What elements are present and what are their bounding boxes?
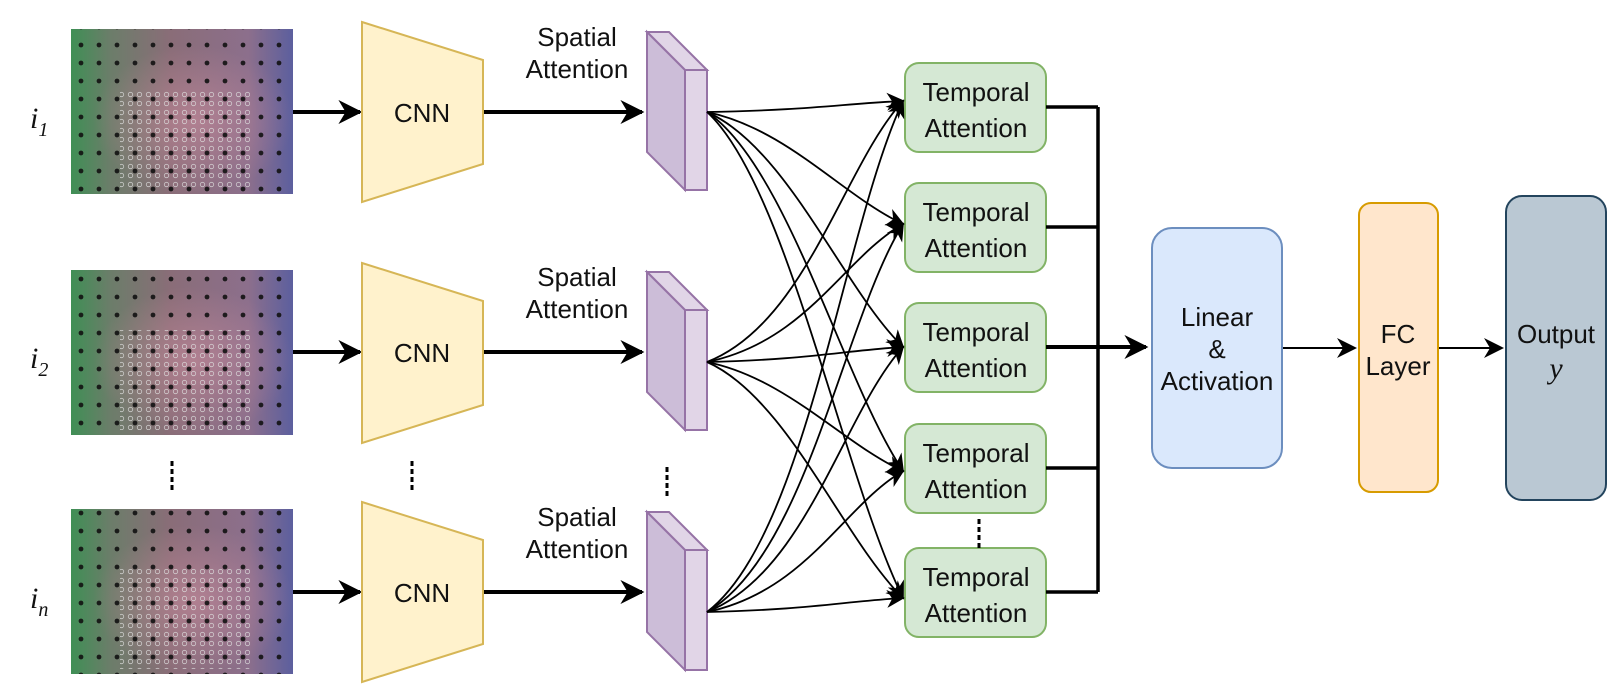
ellipsis-dot (977, 519, 981, 524)
cnn-label-2: CNN (394, 338, 450, 368)
fan-arrow-s1-t1 (706, 92, 905, 113)
fan-arrow-s3-t5 (706, 589, 905, 613)
spatial-attention-block-1 (644, 29, 710, 193)
input-image-2 (71, 270, 293, 435)
spatial-attention-block-3 (644, 509, 710, 673)
ellipsis-4 (977, 519, 981, 548)
input-image-dots (71, 29, 293, 194)
ellipsis-dot (410, 461, 414, 466)
ellipsis-dot (665, 491, 669, 496)
temporal-label-line2: Attention (925, 474, 1028, 504)
fan-arrow-s3-t3 (706, 345, 905, 613)
ellipsis-dot (170, 485, 174, 490)
fc-label-line1: FC (1381, 319, 1416, 349)
input-label-main: i (30, 582, 38, 615)
cnn-label-1: CNN (394, 98, 450, 128)
fc-layer-block (1358, 202, 1439, 493)
fan-arrow-s3-t1 (706, 99, 905, 613)
temporal-label-line2: Attention (925, 233, 1028, 263)
ellipsis-dot (170, 469, 174, 474)
ellipsis-dot (665, 475, 669, 480)
temporal-label-line1: Temporal (923, 438, 1030, 468)
input-label-1: i1 (30, 102, 48, 141)
temporal-label-line1: Temporal (923, 562, 1030, 592)
fan-arrow-s2-t1 (706, 99, 905, 363)
ellipsis-dot (410, 485, 414, 490)
spatial-label-line1: Spatial (537, 502, 617, 532)
ellipsis-3 (665, 467, 669, 496)
ellipsis-dot (170, 477, 174, 482)
spatial-front-face (684, 549, 708, 671)
fc-label-line2: Layer (1365, 351, 1430, 381)
ellipsis-dot (977, 527, 981, 532)
fan-arrow-s2-t5 (706, 361, 905, 600)
input-image-1 (71, 29, 293, 194)
ellipsis-1 (170, 461, 174, 490)
ellipsis-dot (410, 469, 414, 474)
fan-arrow-s1-t2 (706, 111, 905, 226)
fan-arrow-s1-t3 (706, 111, 905, 349)
input-label-sub: 1 (38, 119, 48, 141)
spatial-label-line1: Spatial (537, 22, 617, 52)
ellipsis-dot (977, 535, 981, 540)
ellipsis-dot (665, 467, 669, 472)
spatial-label-line1: Spatial (537, 262, 617, 292)
ellipsis-dot (665, 483, 669, 488)
ellipsis-dot (977, 543, 981, 548)
input-image-dots (71, 509, 293, 674)
spatial-front-face (684, 309, 708, 431)
input-image-3 (71, 509, 293, 674)
input-label-sub: 2 (38, 359, 48, 381)
fan-arrow-s2-t3 (706, 339, 905, 363)
spatial-front-face (684, 69, 708, 191)
cnn-label-3: CNN (394, 578, 450, 608)
input-label-3: in (30, 582, 48, 621)
linear-label-line1: Linear (1181, 302, 1254, 332)
fan-arrow-s2-t4 (706, 361, 905, 473)
temporal-label-line1: Temporal (923, 77, 1030, 107)
input-label-2: i2 (30, 342, 48, 381)
output-label-line1: Output (1517, 319, 1596, 349)
linear-label-line3: Activation (1161, 366, 1274, 396)
fan-arrow-s3-t4 (706, 470, 905, 613)
ellipsis-2 (410, 461, 414, 490)
input-label-main: i (30, 102, 38, 135)
input-label-sub: n (38, 599, 48, 621)
temporal-label-line2: Attention (925, 113, 1028, 143)
fan-arrow-s3-t2 (706, 222, 904, 613)
cnn-block-3 (361, 500, 484, 684)
ellipsis-dot (170, 461, 174, 466)
fan-arrow-s1-t5 (706, 111, 904, 600)
input-image-dots (71, 270, 293, 435)
ellipsis-dot (410, 477, 414, 482)
temporal-label-line1: Temporal (923, 317, 1030, 347)
input-label-main: i (30, 342, 38, 375)
temporal-label-line2: Attention (925, 353, 1028, 383)
temporal-label-line1: Temporal (923, 197, 1030, 227)
spatial-label-line2: Attention (526, 54, 629, 84)
cnn-block-1 (361, 20, 484, 204)
linear-activation-block (1151, 227, 1283, 469)
spatial-label-line2: Attention (526, 294, 629, 324)
cnn-block-2 (361, 261, 484, 445)
output-block (1505, 195, 1607, 501)
temporal-label-line2: Attention (925, 598, 1028, 628)
fan-arrow-s1-t4 (706, 111, 904, 473)
spatial-attention-block-2 (644, 269, 710, 433)
output-label-symbol: y (1546, 352, 1563, 385)
fan-arrow-s2-t2 (706, 223, 905, 363)
spatial-label-line2: Attention (526, 534, 629, 564)
linear-label-line2: & (1208, 334, 1225, 364)
